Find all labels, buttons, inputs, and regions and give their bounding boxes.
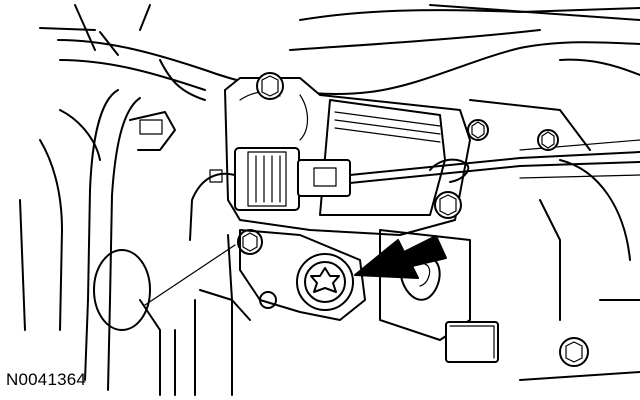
right-housing (379, 99, 640, 381)
torx-bolt (296, 253, 354, 311)
lower-left-housing (139, 289, 233, 396)
callout-arrow (354, 235, 447, 279)
figure-id-label: N0041364 (6, 370, 87, 389)
left-tubes (19, 59, 206, 391)
upper-hoses (39, 4, 640, 95)
cable-rod (349, 139, 640, 184)
electrical-connector (189, 147, 351, 241)
mounting-bracket (227, 229, 366, 321)
leader-line (144, 244, 236, 306)
